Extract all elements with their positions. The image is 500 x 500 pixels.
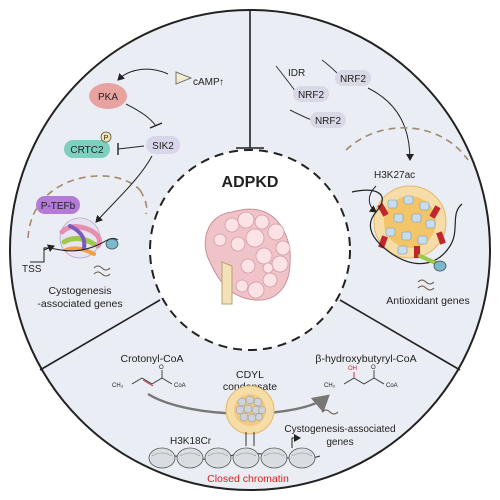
cdyl-label-1: CDYL <box>236 369 264 381</box>
pka-label: PKA <box>98 92 118 103</box>
ptefb-label: P-TEFb <box>41 201 76 212</box>
bottom-caption-2: genes <box>326 437 353 448</box>
nrf2-label-b: NRF2 <box>340 74 367 85</box>
antioxidant-caption: Antioxidant genes <box>386 295 469 307</box>
crtc2-node <box>64 140 110 158</box>
crotonyl-label: Crotonyl-CoA <box>120 353 183 365</box>
sik2-node <box>146 136 180 154</box>
nrf2-node-b <box>335 70 371 86</box>
nrf2-label-c: NRF2 <box>315 116 342 127</box>
ch3-left: CH₃ <box>112 383 124 389</box>
mrna-squiggle-right <box>417 279 435 291</box>
coa-right: CoA <box>386 383 398 389</box>
bottom-pathway: Crotonyl-CoA CH₃ O CoA β-hydroxybutyryl-… <box>112 353 417 485</box>
nrf2-node-a <box>293 86 329 102</box>
h3k27ac-label: H3K27ac <box>374 170 415 181</box>
closed-chromatin-label: Closed chromatin <box>207 473 289 485</box>
crotonyl-structure <box>131 370 173 387</box>
crtc2-label: CRTC2 <box>70 145 104 156</box>
idr-label: IDR <box>288 68 305 79</box>
phospho-mark <box>100 131 112 143</box>
ch3-right: CH₃ <box>324 383 336 389</box>
h3k18cr-label: H3K18Cr <box>170 436 212 447</box>
pol2-icon <box>105 238 119 250</box>
mrna-squiggle <box>93 265 111 277</box>
tss-label: TSS <box>22 264 42 275</box>
top-left-pathway: cAMP ↑ PKA SIK2 CRTC2 P P-TEFb <box>22 68 224 310</box>
nucleus-boundary <box>27 175 141 239</box>
coa-left: CoA <box>174 383 186 389</box>
bhb-structure <box>343 370 385 385</box>
pka-node <box>89 83 127 109</box>
nucleus-boundary-right <box>345 127 469 161</box>
oh-right: OH <box>348 366 357 372</box>
top-right-pathway: IDR NRF2 NRF2 NRF2 H3K27ac <box>275 59 470 307</box>
bottom-caption-1: Cystogenesis-associated <box>284 424 395 435</box>
o-left: O <box>159 365 164 371</box>
pol2-icon-right <box>433 260 447 272</box>
camp-label: cAMP <box>193 77 220 88</box>
camp-triangle <box>175 71 193 85</box>
sik2-label: SIK2 <box>152 141 174 152</box>
cystogenesis-caption-2: -associated genes <box>37 298 122 310</box>
camp-up-arrow: ↑ <box>219 77 224 88</box>
o-right: O <box>371 365 376 371</box>
center-title: ADPKD <box>222 174 279 191</box>
nrf2-label-a: NRF2 <box>298 90 325 101</box>
nrf2-condensate <box>373 185 447 259</box>
dna-strand-right <box>351 189 463 265</box>
cdyl-condensate <box>225 385 275 446</box>
nrf2-node-c <box>310 112 346 128</box>
cystogenesis-caption-1: Cystogenesis <box>48 285 111 297</box>
closed-chromatin <box>148 434 321 469</box>
sector-dividers <box>39 10 461 371</box>
mrna-squiggle-bottom <box>321 409 339 415</box>
bhb-label: β-hydroxybutyryl-CoA <box>315 353 416 365</box>
ptefb-node <box>36 196 80 214</box>
phospho-label: P <box>104 135 109 142</box>
chromatin-strands <box>59 224 103 256</box>
kidney-icon <box>204 208 291 305</box>
